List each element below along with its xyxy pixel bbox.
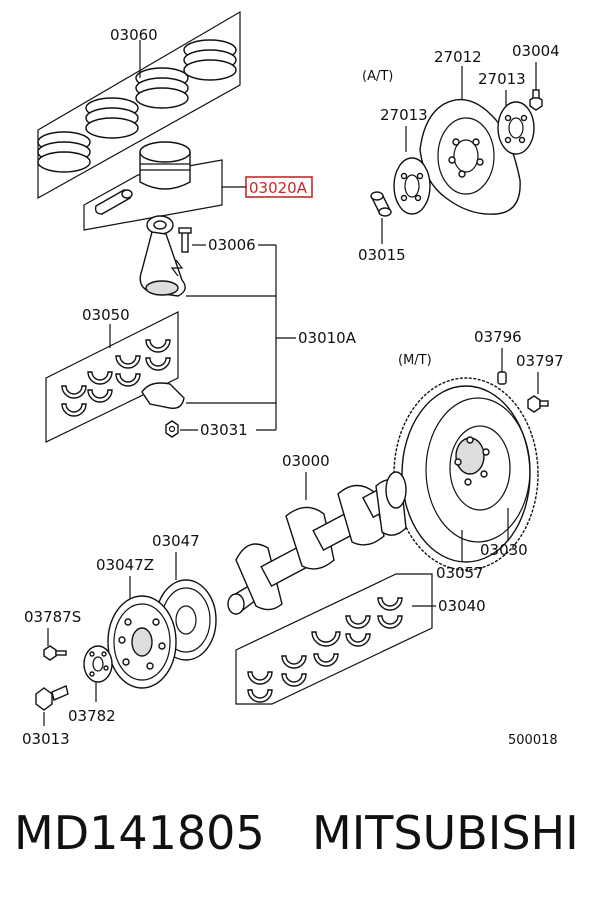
footer: MD141805 MITSUBISHI (0, 800, 600, 880)
highlight-box (245, 176, 313, 198)
rod-bearing-1 (61, 385, 87, 417)
main-bearing-1 (247, 671, 273, 703)
label-03060: 03060 (110, 26, 158, 44)
engine-parts-diagram: 03060 03020A 03006 (22, 10, 564, 748)
label-03010A: 03010A (298, 329, 357, 347)
piston-group: 03020A (83, 141, 313, 231)
brand-name: MITSUBISHI (312, 806, 579, 860)
label-03047Z: 03047Z (96, 556, 154, 574)
piston-rings-group: 03060 (37, 10, 241, 200)
label-03031: 03031 (200, 421, 248, 439)
rod-cap-group: 03031 (141, 382, 248, 439)
label-03004: 03004 (512, 42, 560, 60)
pilot-bushing (370, 191, 392, 217)
pulley-washer (83, 645, 113, 683)
label-27013-left: 27013 (380, 106, 428, 124)
main-bearing-2 (281, 655, 307, 687)
main-bearings-group: 03040 (235, 573, 486, 705)
label-03797: 03797 (516, 352, 564, 370)
piston-ring-set-1 (37, 131, 91, 173)
diagram-number: 500018 (508, 733, 558, 748)
dowel-pin (497, 371, 507, 385)
crank-pulley-group: 03047 03047Z 03787S (22, 532, 217, 748)
rod-bearing-3 (115, 355, 141, 387)
piston (139, 141, 191, 190)
main-bearing-5 (377, 597, 403, 629)
drive-plate (419, 98, 521, 215)
drive-plate-bolt (529, 89, 543, 111)
crankshaft-group: 03000 (227, 452, 407, 615)
rod-cap (141, 382, 185, 409)
label-27013-right: 27013 (478, 70, 526, 88)
main-bearing-3 (311, 631, 341, 667)
label-03057: 03057 (436, 564, 484, 582)
crankshaft (227, 471, 407, 615)
rod-bolt (178, 227, 192, 253)
flywheel (393, 377, 539, 571)
rod-bearings-group: 03050 (45, 306, 179, 443)
label-03040: 03040 (438, 597, 486, 615)
drive-plate-group: (A/T) 27012 03004 27013 27013 (358, 42, 560, 264)
connecting-rod-group: 03006 03010A (139, 215, 357, 431)
piston-pin (94, 189, 133, 215)
label-03796: 03796 (474, 328, 522, 346)
crank-pulley (107, 595, 177, 689)
part-number: MD141805 (14, 806, 265, 860)
label-03050: 03050 (82, 306, 130, 324)
piston-ring-set-2 (85, 97, 139, 139)
rod-nut (165, 420, 179, 438)
label-27012: 27012 (434, 48, 482, 66)
label-03047: 03047 (152, 532, 200, 550)
label-03782: 03782 (68, 707, 116, 725)
label-at: (A/T) (362, 69, 393, 84)
rod-bearing-2 (87, 371, 113, 403)
flywheel-group: (M/T) 03796 03797 03030 03057 (393, 328, 564, 582)
label-03030: 03030 (480, 541, 528, 559)
drive-plate-adapter-right (497, 101, 535, 155)
label-03015: 03015 (358, 246, 406, 264)
connecting-rod (139, 215, 186, 297)
rod-bearing-4 (145, 339, 171, 371)
label-mt: (M/T) (398, 353, 432, 368)
flywheel-bolt (527, 395, 549, 413)
label-03787S: 03787S (24, 608, 81, 626)
main-bearing-4 (345, 615, 371, 647)
label-03020A[interactable]: 03020A (249, 179, 308, 197)
piston-ring-set-3 (135, 67, 189, 109)
label-03000: 03000 (282, 452, 330, 470)
crankshaft-bolt (35, 685, 69, 711)
label-03013: 03013 (22, 730, 70, 748)
piston-ring-set-4 (183, 39, 237, 81)
label-03006: 03006 (208, 236, 256, 254)
pulley-small-bolt (43, 645, 67, 661)
drive-plate-adapter-left (393, 157, 431, 215)
